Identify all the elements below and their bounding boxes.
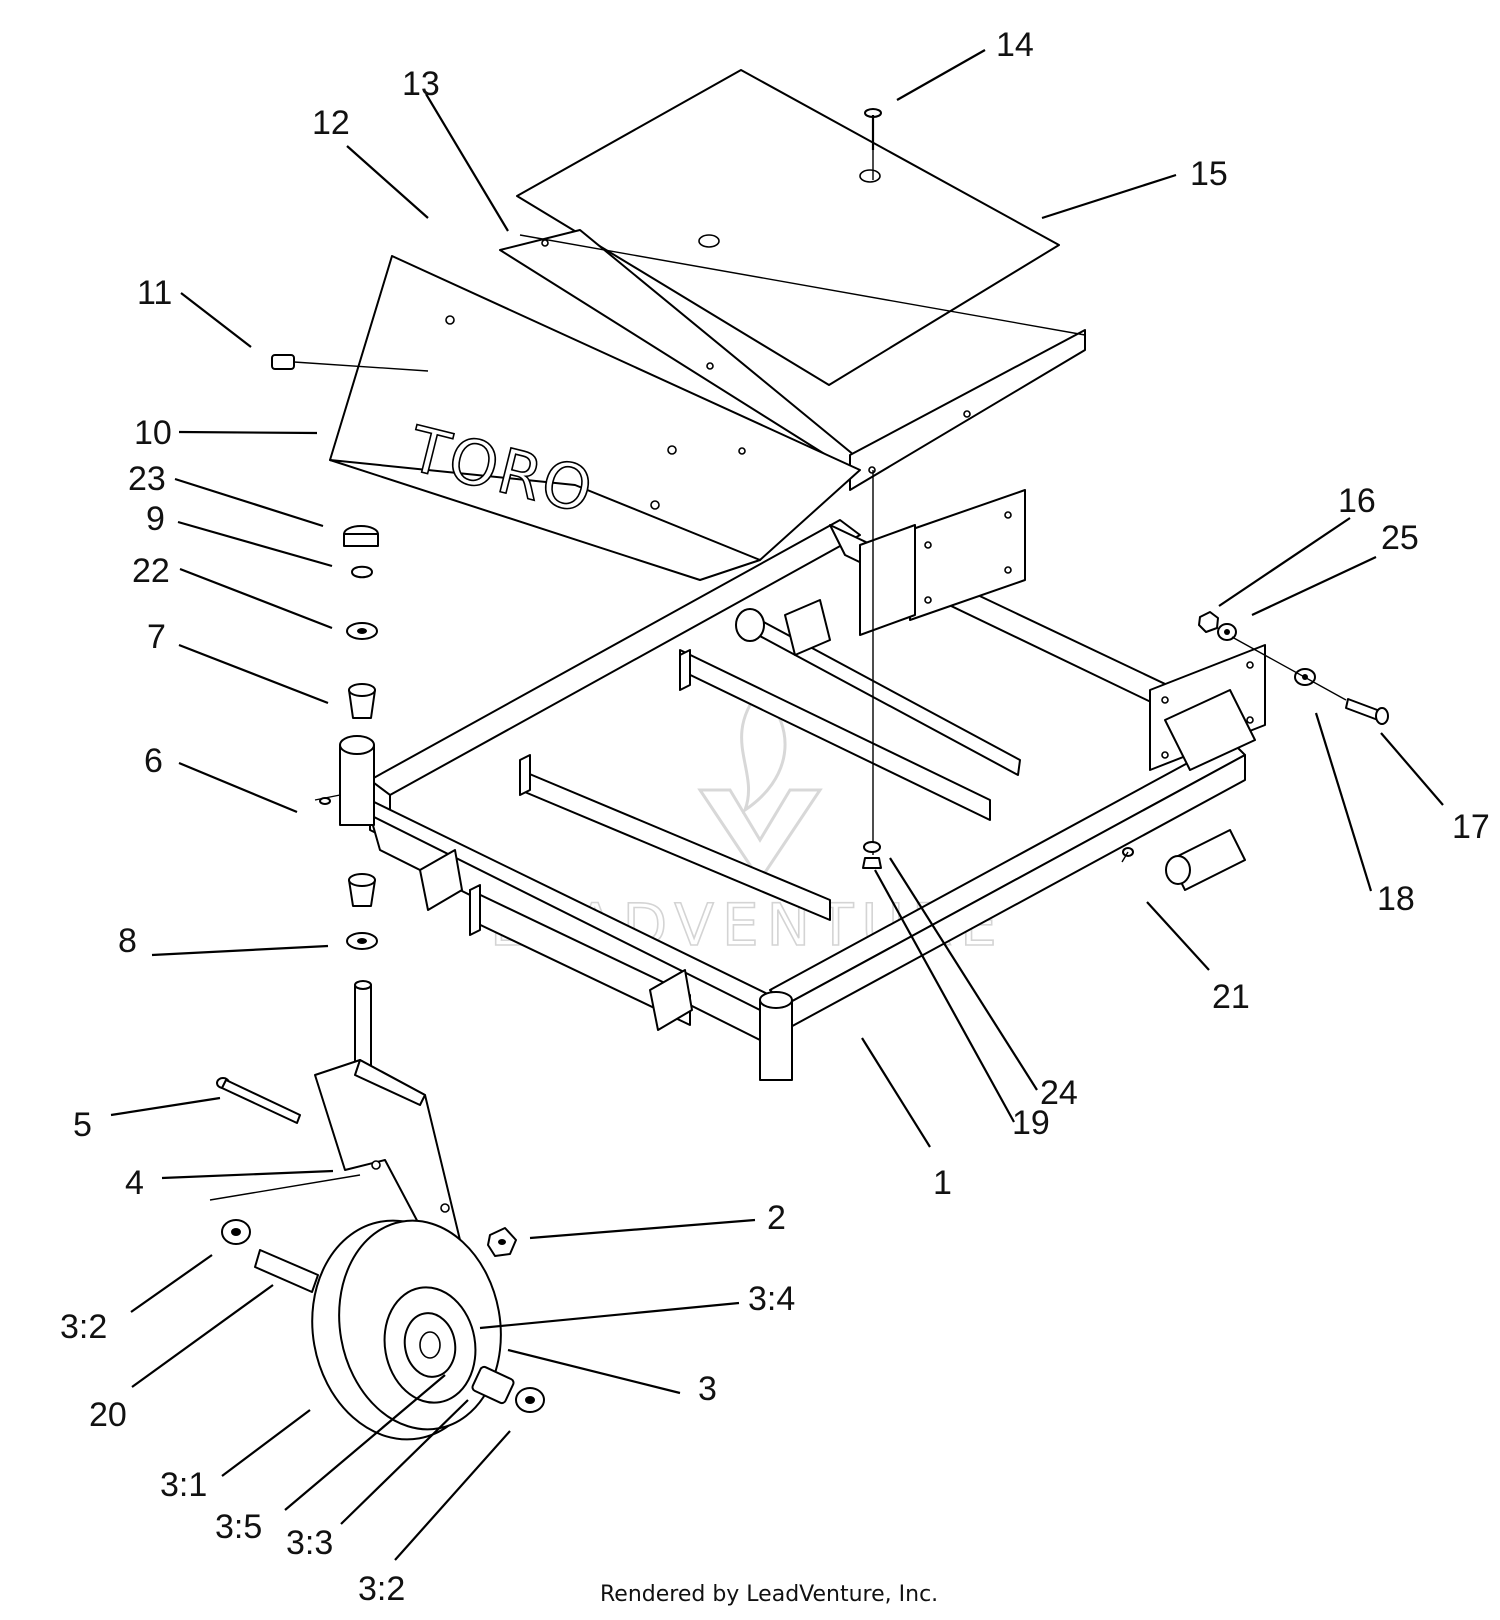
callout-9: 9 [146, 500, 165, 538]
callout-3: 3 [698, 1370, 717, 1408]
caster-stack-parts [314, 525, 379, 1086]
callout-5: 5 [73, 1106, 92, 1144]
callout-23: 23 [128, 460, 166, 498]
callout-3-5: 3:5 [215, 1508, 262, 1546]
callout-14: 14 [996, 26, 1034, 64]
hardware-parts-19-21-24 [862, 841, 1134, 869]
callout-2: 2 [767, 1199, 786, 1237]
callout-11: 11 [137, 274, 172, 312]
callout-8: 8 [118, 922, 137, 960]
hardware-parts-16-17-18-25 [1198, 611, 1389, 725]
bolt-part-14 [864, 108, 882, 855]
callout-20: 20 [89, 1396, 127, 1434]
callout-19: 19 [1012, 1104, 1050, 1142]
caster-fork-part-4 [209, 1059, 461, 1246]
bolt-part-11 [271, 354, 429, 372]
callout-21: 21 [1212, 978, 1250, 1016]
callout-16: 16 [1338, 482, 1376, 520]
deck-cover-parts: TORO [329, 69, 1086, 581]
callout-7: 7 [147, 618, 166, 656]
callout-17: 17 [1452, 808, 1490, 846]
callout-3-1: 3:1 [160, 1466, 207, 1504]
callout-1: 1 [933, 1164, 952, 1202]
leader-lines [110, 49, 1444, 1561]
callout-3-2-right: 3:2 [358, 1570, 405, 1608]
callout-3-2-left: 3:2 [60, 1308, 107, 1346]
callout-15: 15 [1190, 155, 1228, 193]
callout-labels: 14 15 13 12 11 10 23 9 22 7 6 8 5 4 2 3:… [60, 26, 1490, 1608]
frame-part-1 [339, 489, 1266, 1081]
wheel-assembly-part-3 [221, 1219, 545, 1441]
callout-4: 4 [125, 1164, 144, 1202]
callout-3-4: 3:4 [748, 1280, 795, 1318]
callout-22: 22 [132, 552, 170, 590]
callout-24: 24 [1040, 1074, 1078, 1112]
callout-10: 10 [134, 414, 172, 452]
callout-25: 25 [1381, 519, 1419, 557]
callout-12: 12 [312, 104, 350, 142]
bolt-part-5 [216, 1077, 301, 1124]
callout-6: 6 [144, 742, 163, 780]
callout-18: 18 [1377, 880, 1415, 918]
callout-13: 13 [402, 65, 440, 103]
callout-3-3: 3:3 [286, 1524, 333, 1562]
footer-credit: Rendered by LeadVenture, Inc. [600, 1582, 938, 1607]
